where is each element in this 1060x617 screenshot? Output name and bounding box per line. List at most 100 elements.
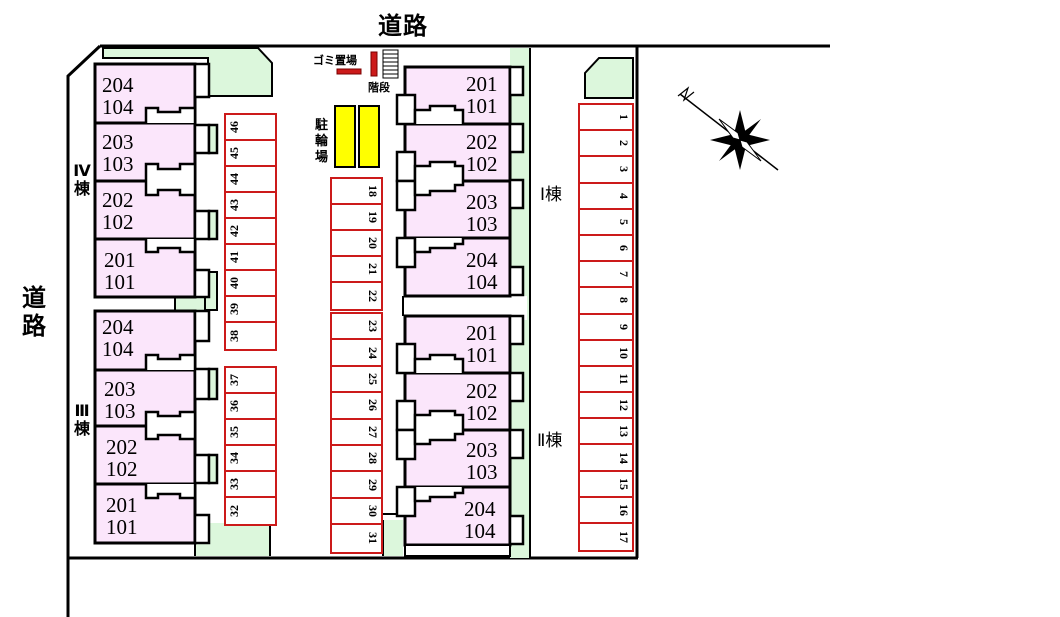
bicycle-racks <box>334 105 380 168</box>
parking-stall: 5 <box>580 210 632 236</box>
unit-lower: 104 <box>464 519 496 543</box>
parking-stall: 9 <box>580 315 632 341</box>
unit-upper: 201 <box>466 72 498 96</box>
parking-stall-number: 3 <box>617 166 631 173</box>
unit-lower: 103 <box>466 212 498 236</box>
parking-stall: 21 <box>332 257 381 283</box>
unit-lower: 103 <box>104 399 136 423</box>
stairs <box>382 49 399 79</box>
unit-upper: 203 <box>466 438 498 462</box>
building-I <box>395 65 525 298</box>
unit-lower: 102 <box>466 152 498 176</box>
parking-stall: 27 <box>332 420 381 446</box>
unit-upper: 204 <box>102 315 134 339</box>
unit-upper: 203 <box>466 190 498 214</box>
parking-stall-number: 19 <box>366 211 380 223</box>
parking-stall: 45 <box>226 141 275 167</box>
unit-lower: 101 <box>466 94 498 118</box>
parking-stall: 6 <box>580 236 632 263</box>
parking-stall-number: 11 <box>617 373 631 385</box>
parking-stall: 14 <box>580 445 632 472</box>
parking-stall-number: 8 <box>617 297 631 304</box>
parking-stall-number: 4 <box>617 192 631 199</box>
parking-stall: 15 <box>580 472 632 498</box>
parking-stall: 16 <box>580 498 632 524</box>
parking-stall: 20 <box>332 231 381 257</box>
building-IV-label: Ⅳ 棟 <box>72 162 92 198</box>
unit-lower: 102 <box>466 401 498 425</box>
parking-stall: 11 <box>580 367 632 394</box>
unit-upper: 204 <box>464 497 496 521</box>
parking-stall: 32 <box>226 498 275 524</box>
parking-stall-number: 2 <box>617 140 631 147</box>
parking-stall: 13 <box>580 419 632 446</box>
parking-stall-number: 41 <box>227 251 241 263</box>
parking-stall: 23 <box>332 314 381 341</box>
unit-upper: 204 <box>466 248 498 272</box>
parking-stall: 29 <box>332 472 381 499</box>
parking-stall: 33 <box>226 472 275 498</box>
parking-stall-number: 16 <box>617 503 631 516</box>
parking-stall: 19 <box>332 205 381 231</box>
building-II-label: Ⅱ棟 <box>537 431 563 451</box>
parking-stall: 17 <box>580 524 632 550</box>
parking-stall-number: 24 <box>366 346 380 359</box>
building-I-label: Ⅰ棟 <box>540 185 563 205</box>
garbage-area <box>336 51 378 77</box>
parking-stall: 3 <box>580 157 632 184</box>
unit-lower: 104 <box>102 337 134 361</box>
building-III <box>93 309 219 545</box>
parking-stall: 10 <box>580 341 632 367</box>
parking-stall: 4 <box>580 184 632 210</box>
parking-stall-number: 9 <box>617 323 631 330</box>
garbage-area-label: ゴミ置場 <box>313 54 357 67</box>
parking-stall-number: 38 <box>227 330 241 342</box>
parking-stall-number: 35 <box>227 426 241 438</box>
parking-stall-number: 22 <box>366 290 380 302</box>
lot-lines <box>194 296 404 556</box>
parking-stall-number: 45 <box>227 147 241 159</box>
parking-stall-number: 28 <box>366 452 380 465</box>
unit-lower: 104 <box>102 95 134 119</box>
parking-stall-number: 39 <box>227 303 241 315</box>
parking-stall: 30 <box>332 499 381 526</box>
unit-lower: 101 <box>104 270 136 294</box>
unit-upper: 202 <box>102 188 134 212</box>
unit-lower: 101 <box>106 515 138 539</box>
unit-upper: 202 <box>466 130 498 154</box>
parking-stall-number: 15 <box>617 477 631 490</box>
parking-stall-number: 32 <box>227 505 241 517</box>
parking-stall-number: 27 <box>366 425 380 438</box>
parking-stall-number: 42 <box>227 225 241 237</box>
parking-stall: 42 <box>226 219 275 245</box>
parking-stall-number: 26 <box>366 399 380 412</box>
parking-stall-number: 34 <box>227 452 241 464</box>
parking-stall-number: 20 <box>366 237 380 249</box>
parking-stall-number: 6 <box>617 245 631 252</box>
unit-upper: 203 <box>102 130 134 154</box>
unit-lower: 103 <box>466 460 498 484</box>
parking-stall-number: 43 <box>227 199 241 211</box>
parking-stall: 22 <box>332 283 381 309</box>
unit-lower: 104 <box>466 270 498 294</box>
unit-upper: 201 <box>104 248 136 272</box>
road-label-top: 道路 <box>378 12 428 40</box>
parking-stall-number: 21 <box>366 263 380 275</box>
parking-stall-number: 44 <box>227 173 241 185</box>
parking-stall-number: 17 <box>617 531 631 544</box>
parking-stall: 36 <box>226 394 275 420</box>
